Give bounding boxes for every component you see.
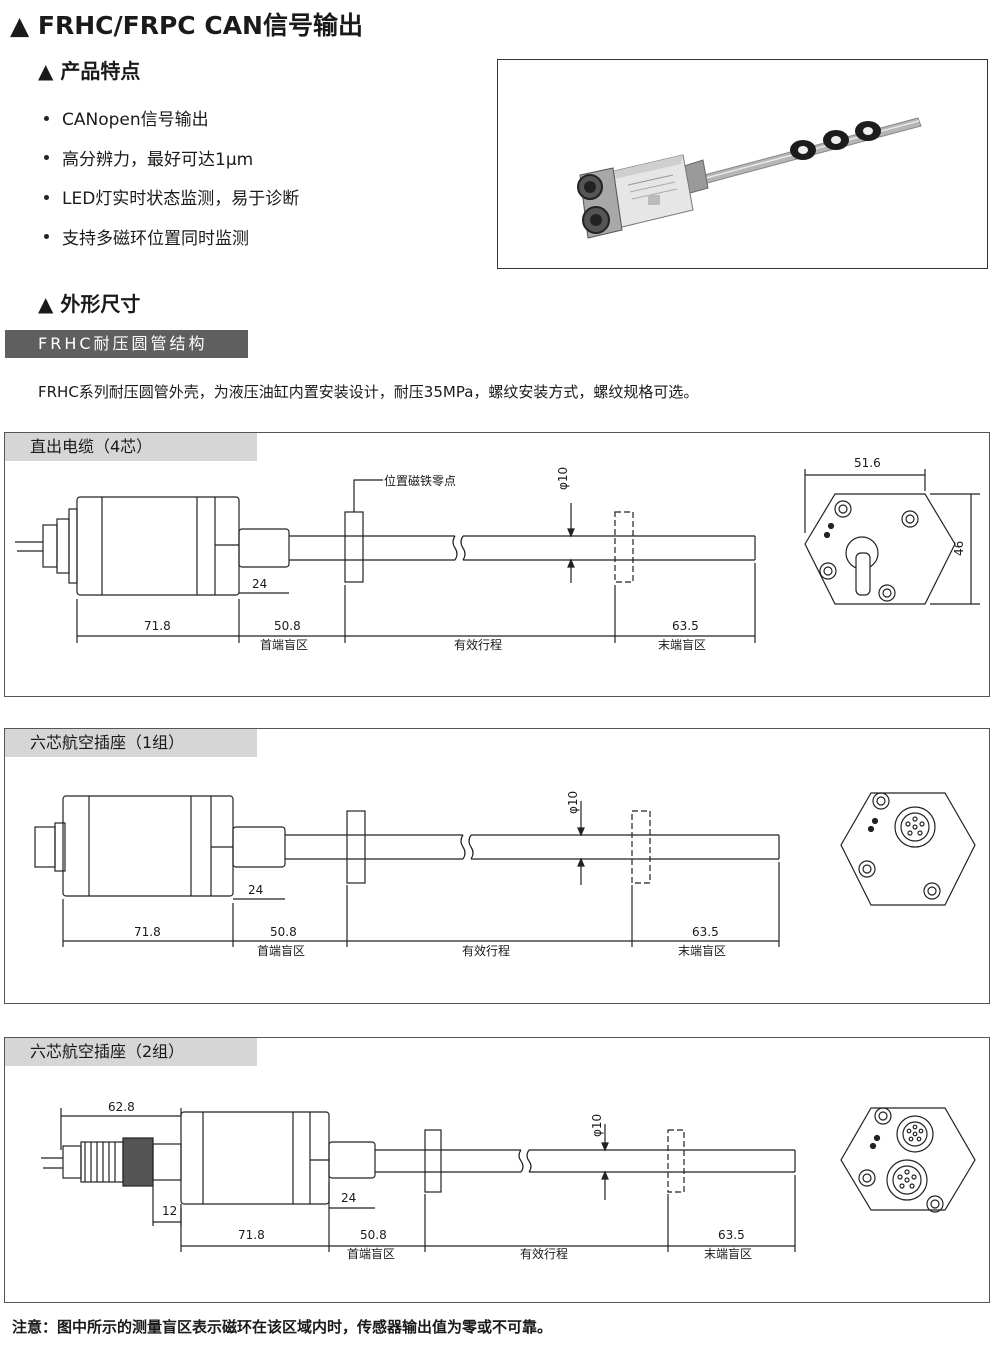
panel-connector-1: 六芯航空插座（1组） [4,728,990,1004]
footnote: 注意：图中所示的测量盲区表示磁环在该区域内时，传感器输出值为零或不可靠。 [12,1318,553,1336]
product-photo [497,59,988,269]
dimensions-heading: ▲ 外形尺寸 [38,292,141,316]
drawing-connector-2 [41,1107,976,1252]
panel-label: 六芯航空插座（1组） [5,729,257,757]
panel-label: 直出电缆（4芯） [5,433,257,461]
feature-item: 支持多磁环位置同时监测 [44,227,299,267]
feature-list: CANopen信号输出 高分辨力，最好可达1μm LED灯实时状态监测，易于诊断… [44,108,299,266]
bullet-icon [44,155,49,160]
feature-item: CANopen信号输出 [44,108,299,148]
feature-item: LED灯实时状态监测，易于诊断 [44,187,299,227]
structure-description: FRHC系列耐压圆管外壳，为液压油缸内置安装设计，耐压35MPa，螺纹安装方式，… [38,383,699,401]
bullet-icon [44,115,49,121]
panel-cable: 直出电缆（4芯） [4,432,990,697]
panel-label: 六芯航空插座（2组） [5,1038,257,1066]
panel-connector-2: 六芯航空插座（2组） [4,1037,990,1303]
bullet-icon [44,234,49,239]
structure-banner: FRHC耐压圆管结构 [5,330,248,358]
drawing-connector-1 [34,792,976,947]
page-title: ▲ FRHC/FRPC CAN信号输出 [10,11,363,40]
drawing-cable [15,469,980,643]
features-heading: ▲ 产品特点 [38,59,141,83]
bullet-icon [44,194,49,200]
feature-item: 高分辨力，最好可达1μm [44,148,299,188]
